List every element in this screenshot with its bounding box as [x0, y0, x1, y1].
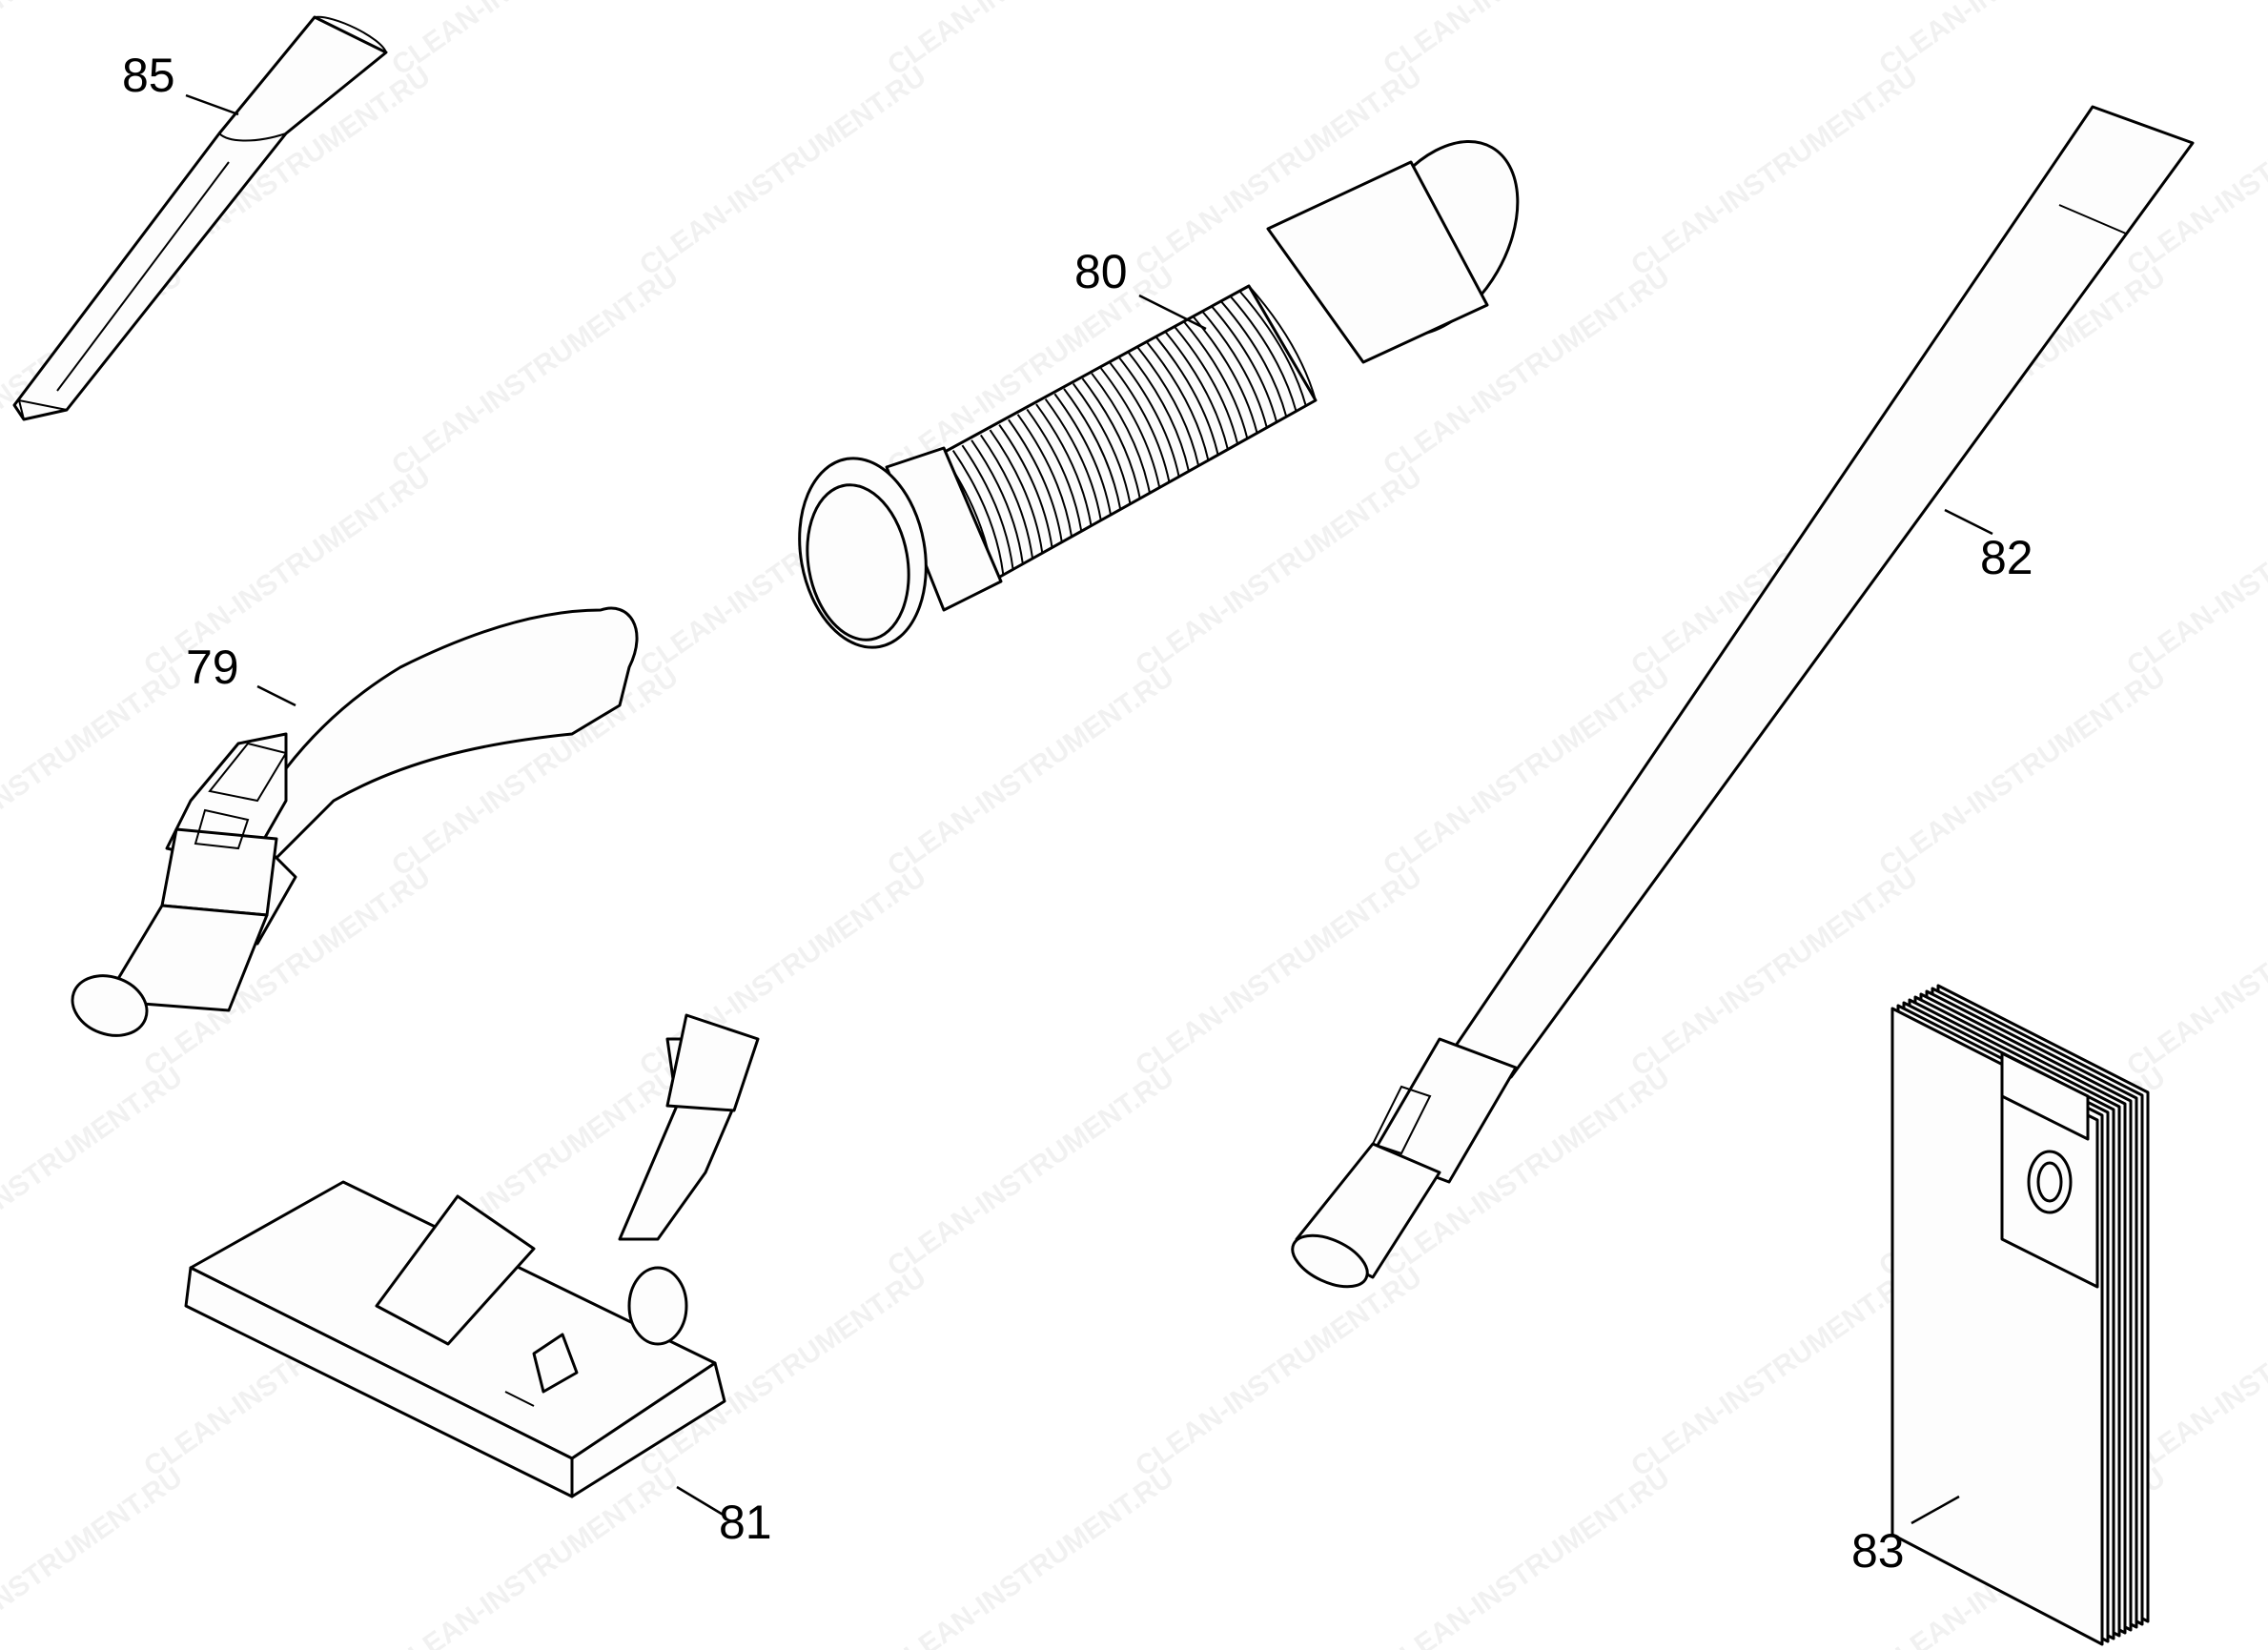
- hose-rib: [979, 434, 1033, 559]
- callout-83-label: 83: [1851, 1524, 1905, 1578]
- watermark-text: CLEAN-INSTRUMENT.RU: [1625, 861, 1923, 1083]
- watermark-text: CLEAN-INSTRUMENT.RU: [138, 460, 436, 682]
- callout-81: 81: [676, 1485, 772, 1549]
- hose-rib: [1183, 321, 1249, 439]
- hose-rib: [1118, 356, 1180, 477]
- hose-rib: [989, 429, 1044, 553]
- watermark-text: CLEAN-INSTRUMENT.RU: [1130, 1261, 1427, 1483]
- watermark-text: CLEAN-INSTRUMENT.RU: [1625, 1261, 1923, 1483]
- part-83-filter-bags: [1890, 984, 2150, 1646]
- hose-rib: [998, 424, 1053, 547]
- hose-rib: [1174, 326, 1239, 444]
- watermark-text: CLEAN-INSTRUMENT.RU: [2121, 460, 2268, 682]
- hose-rib: [1193, 316, 1258, 434]
- hose-rib: [1053, 393, 1112, 515]
- callout-80-label: 80: [1074, 245, 1128, 298]
- watermark-text: CLEAN-INSTRUMENT.RU: [882, 661, 1179, 883]
- part-82-telescopic-tube: [1291, 105, 2195, 1289]
- hose-rib: [1016, 414, 1073, 537]
- hose-rib: [1109, 362, 1171, 482]
- hose-rib: [1128, 352, 1190, 472]
- watermark-text: CLEAN-INSTRUMENT.RU: [0, 661, 189, 883]
- callout-83: 83: [1851, 1495, 1960, 1578]
- hose-rib: [961, 444, 1014, 569]
- hose-rib: [1035, 403, 1093, 526]
- hose-rib: [1220, 300, 1288, 418]
- hose-rib: [1063, 388, 1122, 510]
- hose-rib: [1100, 367, 1161, 488]
- hose-rib: [1211, 305, 1277, 423]
- callout-82-label: 82: [1980, 531, 2033, 584]
- watermark-text: CLEAN-INSTRUMENT.RU: [882, 1061, 1179, 1283]
- watermark-text: CLEAN-INSTRUMENT.RU: [386, 260, 684, 482]
- watermark-text: CLEAN-INSTRUMENT.RU: [1378, 0, 1675, 82]
- part-80-hose: [798, 140, 1520, 649]
- hose-rib: [1164, 331, 1229, 450]
- part-79-handle: [71, 606, 639, 1037]
- watermark-text: CLEAN-INSTRUMENT.RU: [386, 1461, 684, 1650]
- watermark-text: CLEAN-INSTRUMENT.RU: [1130, 460, 1427, 682]
- watermark-text: CLEAN-INSTRUMENT.RU: [882, 0, 1179, 82]
- watermark-text: CLEAN-INSTRUMENT.RU: [1873, 0, 2171, 82]
- watermark-text: CLEAN-INSTRUMENT.RU: [1625, 60, 1923, 282]
- callout-80: 80: [1074, 245, 1207, 331]
- callout-82: 82: [1944, 508, 2033, 584]
- hose-rib: [1072, 382, 1132, 504]
- callout-85-label: 85: [122, 49, 175, 102]
- watermark-text: CLEAN-INSTRUMENT.RU: [0, 1061, 189, 1283]
- part-81-floor-nozzle: [184, 1013, 760, 1498]
- hose-rib: [1229, 295, 1297, 412]
- hose-rib: [1201, 311, 1268, 428]
- callout-79-label: 79: [186, 641, 239, 694]
- hose-rib: [1026, 408, 1083, 531]
- hose-rib: [1044, 398, 1102, 520]
- watermark-text: CLEAN-INSTRUMENT.RU: [634, 60, 931, 282]
- hose-rib: [1008, 418, 1063, 542]
- watermark-text: CLEAN-INSTRUMENT.RU: [1130, 861, 1427, 1083]
- hose-rib: [1146, 341, 1210, 460]
- hose-rib: [971, 439, 1024, 564]
- callout-85: 85: [122, 49, 239, 116]
- hose-rib: [1248, 285, 1317, 401]
- callout-81-label: 81: [719, 1496, 772, 1549]
- watermark-text: CLEAN-INSTRUMENT.RU: [0, 1461, 189, 1650]
- watermark-text: CLEAN-INSTRUMENT.RU: [1873, 661, 2171, 883]
- hose-rib: [951, 450, 1005, 575]
- watermark-text: CLEAN-INSTRUMENT.RU: [2121, 861, 2268, 1083]
- hose-ribs: [943, 285, 1317, 581]
- callout-79: 79: [186, 641, 296, 707]
- watermark-text: CLEAN-INSTRUMENT.RU: [386, 0, 684, 82]
- watermark-text: CLEAN-INSTRUMENT.RU: [1378, 1461, 1675, 1650]
- hose-rib: [1238, 290, 1307, 406]
- hose-rib: [1091, 373, 1151, 494]
- part-85-crevice-nozzle: [12, 15, 388, 421]
- hose-rib: [1081, 377, 1141, 499]
- hose-rib: [1155, 336, 1219, 456]
- watermark-text: CLEAN-INSTRUMENT.RU: [882, 1461, 1179, 1650]
- hose-rib: [1136, 347, 1200, 466]
